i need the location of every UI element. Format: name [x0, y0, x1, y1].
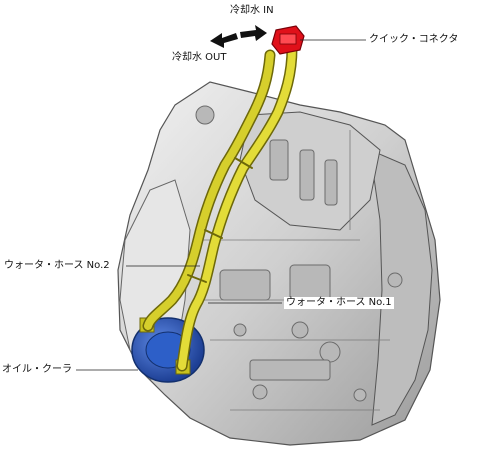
- label-coolant-in: 冷却水 IN: [230, 5, 274, 16]
- arrow-right-icon: [240, 25, 267, 41]
- transmission-housing: [117, 81, 441, 446]
- label-coolant-out: 冷却水 OUT: [172, 52, 227, 63]
- quick-connector-part: [271, 25, 305, 55]
- water-hoses: [142, 42, 298, 372]
- arrow-left-icon: [210, 33, 238, 48]
- label-water-hose-1: ウォータ・ホース No.1: [284, 297, 394, 309]
- label-oil-cooler: オイル・クーラ: [2, 364, 72, 375]
- label-quick-connector: クイック・コネクタ: [369, 34, 459, 45]
- label-water-hose-2: ウォータ・ホース No.2: [2, 260, 112, 272]
